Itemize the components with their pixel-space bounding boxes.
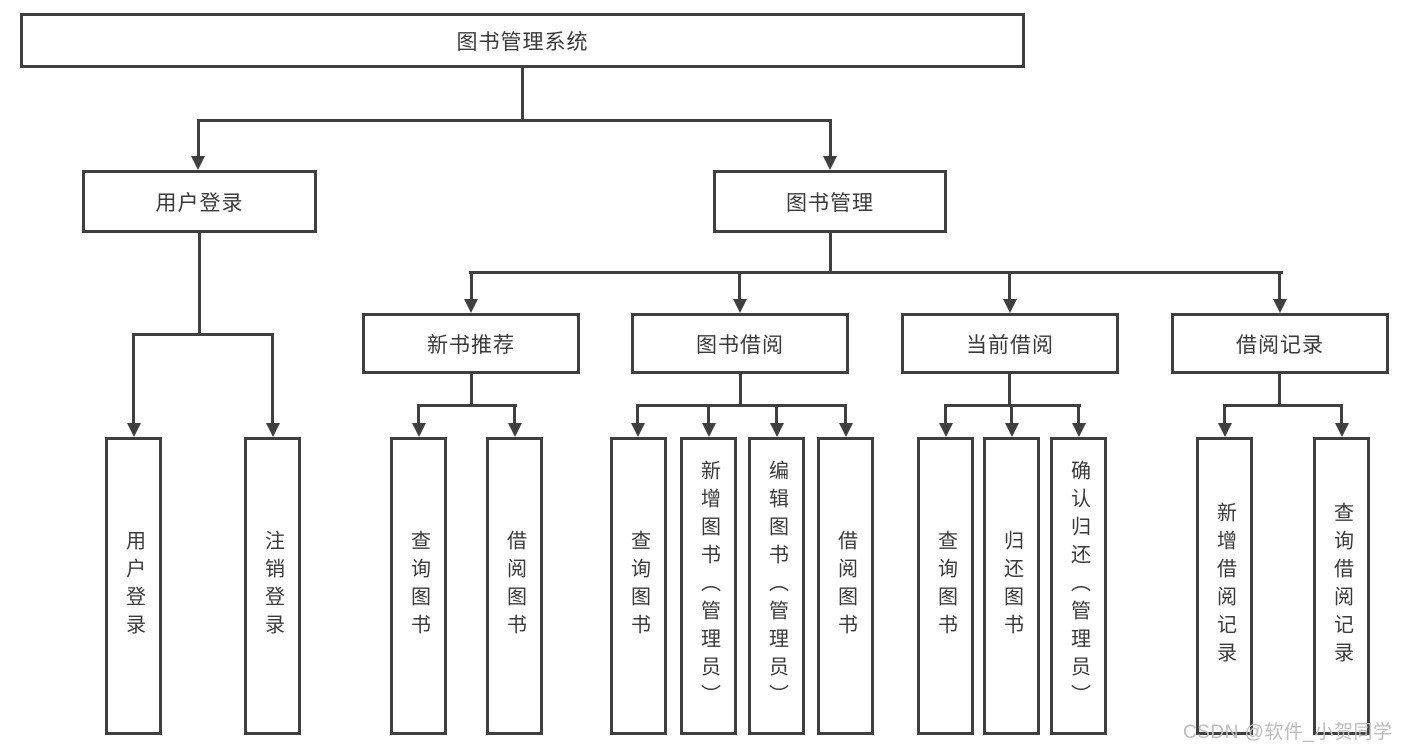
node-new-book-recommend: 新书推荐 [362,313,580,374]
connector-line [469,271,1283,274]
arrow-down-icon [464,299,478,313]
leaf-label: 借阅图书 [503,530,526,642]
leaf-query-books-borrowing: 查询图书 [610,437,667,735]
arrow-down-icon [733,299,747,313]
leaf-label: 查询图书 [407,530,430,642]
watermark: CSDN @软件_小贺同学 [1183,722,1393,743]
connector-line [1223,404,1226,423]
arrow-down-icon [770,423,784,437]
connector-line [197,119,832,122]
node-library-system: 图书管理系统 [20,13,1025,68]
arrow-down-icon [1273,299,1287,313]
node-book-borrowing: 图书借阅 [631,313,849,374]
connector-line [944,404,947,423]
connector-line [1008,374,1011,407]
leaf-label: 查询借阅记录 [1330,502,1353,670]
node-label: 图书管理系统 [456,30,589,54]
arrow-down-icon [702,423,716,437]
connector-line [1223,404,1343,407]
connector-line [132,333,274,336]
arrow-down-icon [266,423,280,437]
leaf-user-login: 用户登录 [105,437,162,735]
connector-line [829,233,832,274]
leaf-label: 编辑图书（管理员） [765,460,788,712]
node-label: 当前借阅 [966,333,1054,357]
connector-line [1278,374,1281,407]
connector-line [829,119,832,158]
connector-line [1077,404,1080,423]
arrow-down-icon [1335,423,1349,437]
connector-line [197,119,200,158]
leaf-query-books-current: 查询图书 [917,437,974,735]
connector-line [1010,404,1013,423]
node-label: 图书借阅 [696,333,784,357]
connector-line [470,271,473,299]
node-borrowing-records: 借阅记录 [1171,313,1389,374]
connector-line [132,333,135,423]
leaf-add-borrow-record: 新增借阅记录 [1196,437,1253,735]
leaf-label: 新增图书（管理员） [697,460,720,712]
connector-line [198,232,201,336]
connector-line [636,404,639,423]
connector-line [739,374,742,407]
arrow-down-icon [939,423,953,437]
leaf-query-books-recommend: 查询图书 [390,437,447,735]
leaf-edit-books-admin: 编辑图书（管理员） [748,437,805,735]
leaf-confirm-return-admin: 确认归还（管理员） [1050,437,1107,735]
node-book-management: 图书管理 [713,170,947,233]
leaf-return-books: 归还图书 [983,437,1040,735]
leaf-label: 查询图书 [627,530,650,642]
connector-line [636,404,847,407]
connector-line [521,68,524,122]
connector-line [417,404,420,423]
connector-line [470,374,473,407]
connector-line [844,404,847,423]
leaf-label: 用户登录 [122,530,145,642]
leaf-label: 注销登录 [261,530,284,642]
leaf-label: 查询图书 [934,530,957,642]
node-current-borrowing: 当前借阅 [901,313,1119,374]
arrow-down-icon [823,156,837,170]
connector-line [775,404,778,423]
arrow-down-icon [1218,423,1232,437]
leaf-borrow-books: 借阅图书 [817,437,874,735]
leaf-logout: 注销登录 [244,437,301,735]
leaf-borrow-books-recommend: 借阅图书 [486,437,543,735]
connector-line [738,271,741,299]
connector-line [1340,404,1343,423]
connector-line [1278,271,1281,299]
arrow-down-icon [127,423,141,437]
connector-line [513,404,516,423]
node-label: 图书管理 [786,191,874,215]
leaf-add-books-admin: 新增图书（管理员） [680,437,737,735]
leaf-label: 借阅图书 [834,530,857,642]
connector-line [417,404,517,407]
arrow-down-icon [1072,423,1086,437]
arrow-down-icon [1003,299,1017,313]
node-label: 新书推荐 [427,333,515,357]
leaf-label: 确认归还（管理员） [1067,460,1090,712]
arrow-down-icon [839,423,853,437]
leaf-query-borrow-record: 查询借阅记录 [1313,437,1370,735]
leaf-label: 归还图书 [1000,530,1023,642]
leaf-label: 新增借阅记录 [1213,502,1236,670]
arrow-down-icon [412,423,426,437]
node-label: 用户登录 [155,191,244,215]
arrow-down-icon [631,423,645,437]
connector-line [707,404,710,423]
node-label: 借阅记录 [1236,333,1324,357]
arrow-down-icon [191,156,205,170]
node-user-login: 用户登录 [82,170,317,233]
connector-line [1008,271,1011,299]
connector-line [271,333,274,423]
arrow-down-icon [1005,423,1019,437]
arrow-down-icon [508,423,522,437]
